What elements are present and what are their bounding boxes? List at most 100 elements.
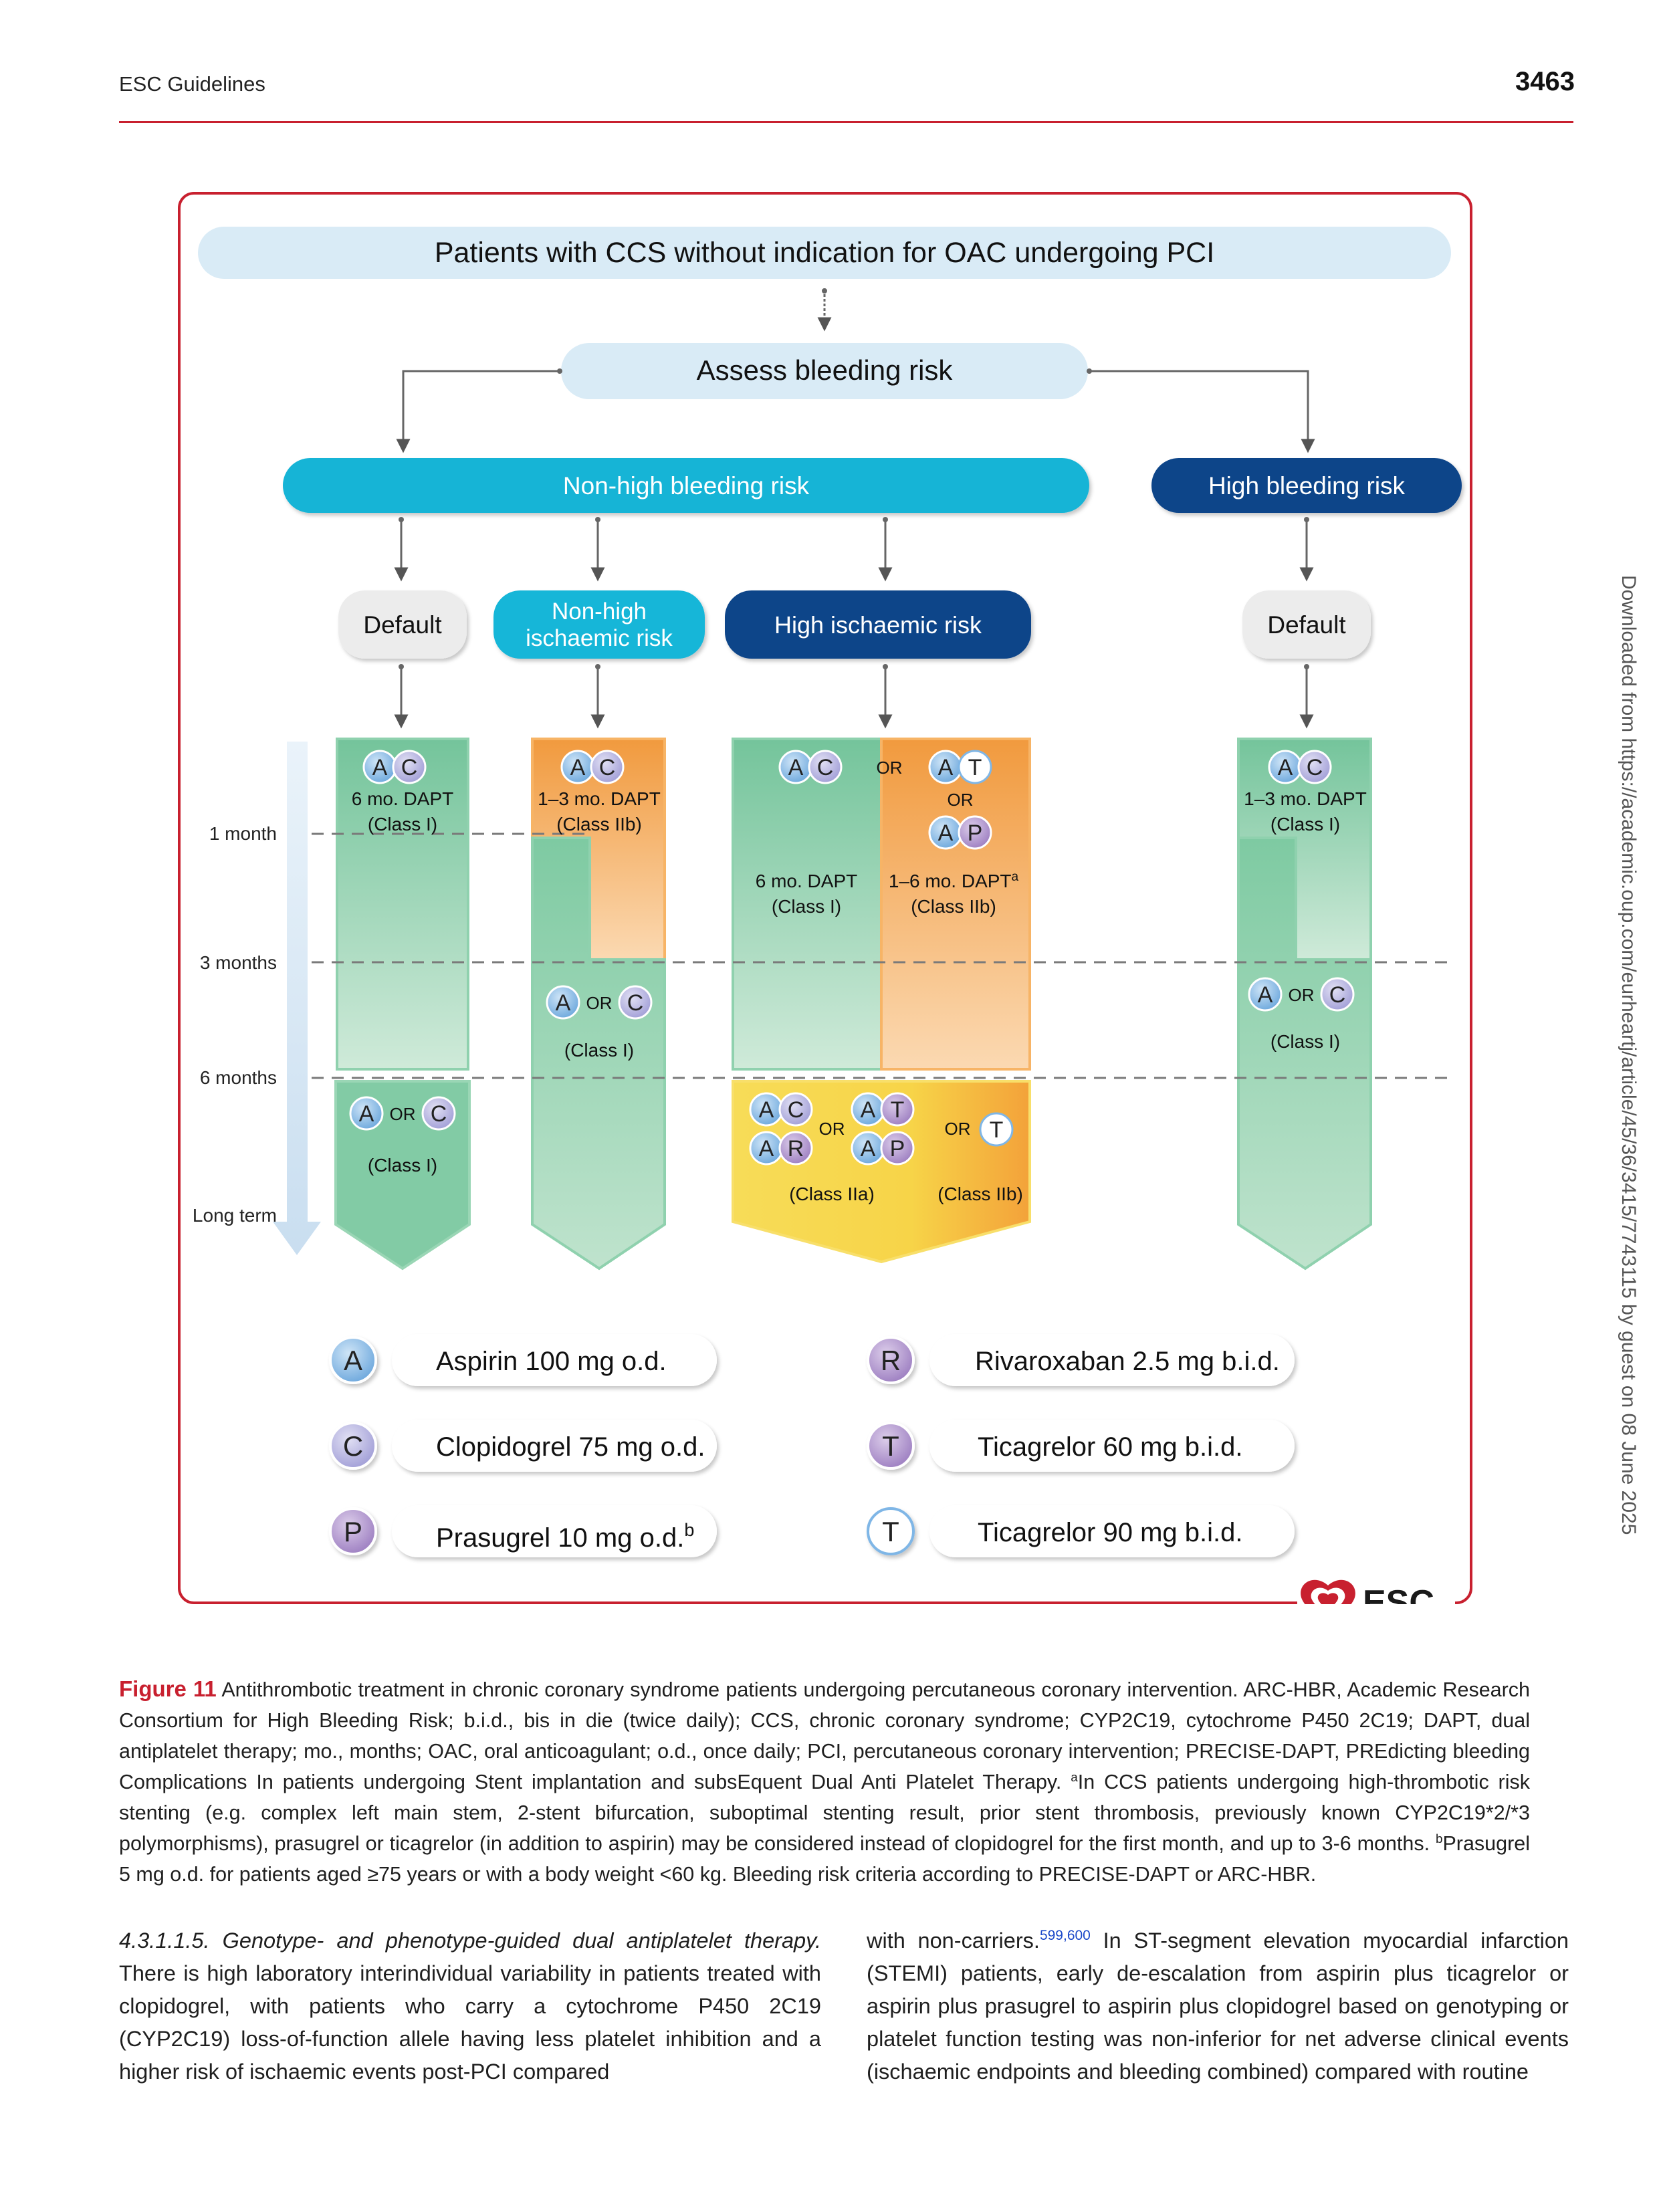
svg-text:C: C (627, 990, 644, 1016)
default-label-hbr: Default (1267, 611, 1346, 639)
col4-class-label: (Class I) (1270, 814, 1340, 835)
high-ischaemic-risk-box (725, 590, 1031, 659)
col3-left-dapt-label: 6 mo. DAPT (756, 871, 857, 891)
col4-mono-drugs: A C (1248, 977, 1355, 1012)
high-ischaemic-label: High ischaemic risk (774, 611, 982, 639)
or-word: OR (1289, 985, 1315, 1005)
caption-note-b-mark: b (1435, 1832, 1443, 1846)
header-rule (119, 121, 1573, 123)
svg-text:R: R (881, 1345, 901, 1376)
default-box-hbr (1242, 590, 1371, 659)
legend-item-rivaroxaban: R Rivaroxaban 2.5 mg b.i.d. (867, 1334, 1295, 1386)
svg-text:T: T (882, 1516, 899, 1547)
svg-text:A: A (372, 755, 388, 780)
col3-dapt-drugs-right: A T A P (928, 750, 992, 850)
svg-text:A: A (570, 755, 586, 780)
section-heading: 4.3.1.1.5. Genotype- and phenotype-guide… (119, 1928, 821, 1953)
citation-link[interactable]: 599,600 (1039, 1928, 1091, 1944)
svg-text:Clopidogrel 75 mg o.d.: Clopidogrel 75 mg o.d. (436, 1432, 705, 1462)
running-header: ESC Guidelines (119, 72, 265, 96)
svg-text:A: A (861, 1097, 876, 1123)
body-column-left: 4.3.1.1.5. Genotype- and phenotype-guide… (119, 1924, 821, 2088)
time-label-1-month: 1 month (209, 823, 277, 844)
connector-arrow (396, 370, 560, 453)
timeline-arrow (273, 742, 321, 1255)
legend-item-prasugrel: P Prasugrel 10 mg o.d.b (329, 1505, 717, 1557)
page-number: 3463 (1515, 67, 1575, 96)
svg-text:Ticagrelor 60 mg b.i.d.: Ticagrelor 60 mg b.i.d. (978, 1432, 1242, 1462)
default-label: Default (363, 611, 442, 639)
svg-text:Ticagrelor 90 mg b.i.d.: Ticagrelor 90 mg b.i.d. (978, 1518, 1242, 1547)
svg-text:R: R (788, 1136, 804, 1162)
col4-mono-block (1237, 837, 1372, 1270)
svg-text:A: A (359, 1101, 374, 1127)
non-high-ischaemic-label-1: Non-high (552, 598, 647, 625)
svg-text:A: A (1258, 982, 1273, 1008)
col3-long-term-drugs: A C A R A T A P T (749, 1092, 1014, 1166)
or-word: OR (586, 993, 613, 1013)
caption-note-a-mark: a (1071, 1770, 1078, 1785)
col3-dapt-orange (880, 738, 1031, 1071)
svg-text:C: C (788, 1097, 804, 1123)
svg-text:A: A (344, 1345, 362, 1376)
svg-text:C: C (343, 1430, 363, 1462)
non-high-bleeding-risk-label: Non-high bleeding risk (563, 472, 810, 500)
esc-logo: ESC (1297, 1579, 1455, 1604)
legend-item-aspirin: A Aspirin 100 mg o.d. (329, 1334, 717, 1386)
caption-label: Figure 11 (119, 1676, 217, 1701)
col1-class-label: (Class I) (368, 814, 437, 835)
legend-item-ticagrelor-90: T Ticagrelor 90 mg b.i.d. (867, 1505, 1295, 1557)
svg-text:Rivaroxaban 2.5 mg b.i.d.: Rivaroxaban 2.5 mg b.i.d. (975, 1347, 1280, 1376)
legend: A Aspirin 100 mg o.d. C Clopidogrel 75 m… (329, 1334, 1295, 1557)
svg-text:T: T (990, 1117, 1004, 1143)
col4-dapt-label: 1–3 mo. DAPT (1244, 788, 1367, 809)
col2-dapt-label: 1–3 mo. DAPT (538, 788, 661, 809)
col1-dapt-block (336, 738, 469, 1071)
high-bleeding-risk-label: High bleeding risk (1208, 472, 1406, 500)
col3-dapt-drugs-left: A C (778, 750, 843, 784)
svg-text:C: C (431, 1101, 447, 1127)
col3-right-class-label: (Class IIb) (911, 896, 996, 917)
time-label-long-term: Long term (193, 1205, 277, 1226)
svg-text:A: A (938, 755, 954, 780)
col1-dapt-drugs: A C (362, 750, 427, 784)
col2-class-label: (Class IIb) (556, 814, 642, 835)
svg-text:P: P (890, 1136, 905, 1162)
body-text-left: There is high laboratory interindividual… (119, 1961, 821, 2084)
col2-mono-drugs: A C (546, 985, 653, 1020)
svg-text:A: A (861, 1136, 876, 1162)
download-notice: Downloaded from https://academic.oup.com… (1618, 575, 1640, 1535)
or-word: OR (945, 1119, 971, 1139)
col2-dapt-drugs: A C (560, 750, 625, 784)
svg-text:T: T (891, 1097, 905, 1123)
col2-mono-block (531, 837, 666, 1270)
col3-long-term-block (732, 1080, 1031, 1264)
high-bleeding-risk-bar (1151, 458, 1462, 513)
svg-text:P: P (968, 820, 983, 846)
svg-text:T: T (968, 755, 982, 780)
assess-box-label: Assess bleeding risk (697, 354, 954, 386)
or-word: OR (877, 758, 903, 778)
svg-text:C: C (1307, 755, 1323, 780)
col1-long-term-drugs: A C (349, 1096, 456, 1131)
caption-text: Antithrombotic treatment in chronic coro… (119, 1678, 1530, 1793)
svg-text:Prasugrel 10 mg o.d.b: Prasugrel 10 mg o.d.b (436, 1520, 694, 1553)
figure-11-flowchart: Patients with CCS without indication for… (193, 227, 1462, 1604)
svg-text:A: A (938, 820, 954, 846)
col1-dapt-label: 6 mo. DAPT (352, 788, 453, 809)
svg-text:C: C (401, 755, 418, 780)
col3-left-class-label: (Class I) (772, 896, 841, 917)
svg-text:P: P (344, 1516, 362, 1547)
svg-text:C: C (1329, 982, 1346, 1008)
top-box (198, 227, 1451, 279)
svg-text:C: C (817, 755, 834, 780)
svg-text:C: C (599, 755, 616, 780)
or-word: OR (390, 1104, 416, 1124)
time-label-3-months: 3 months (200, 952, 277, 973)
or-word: OR (948, 790, 974, 810)
default-box (338, 590, 467, 659)
svg-text:A: A (1278, 755, 1293, 780)
figure-caption: Figure 11 Antithrombotic treatment in ch… (119, 1674, 1530, 1890)
svg-text:A: A (556, 990, 571, 1016)
legend-item-ticagrelor-60: T Ticagrelor 60 mg b.i.d. (867, 1420, 1295, 1472)
